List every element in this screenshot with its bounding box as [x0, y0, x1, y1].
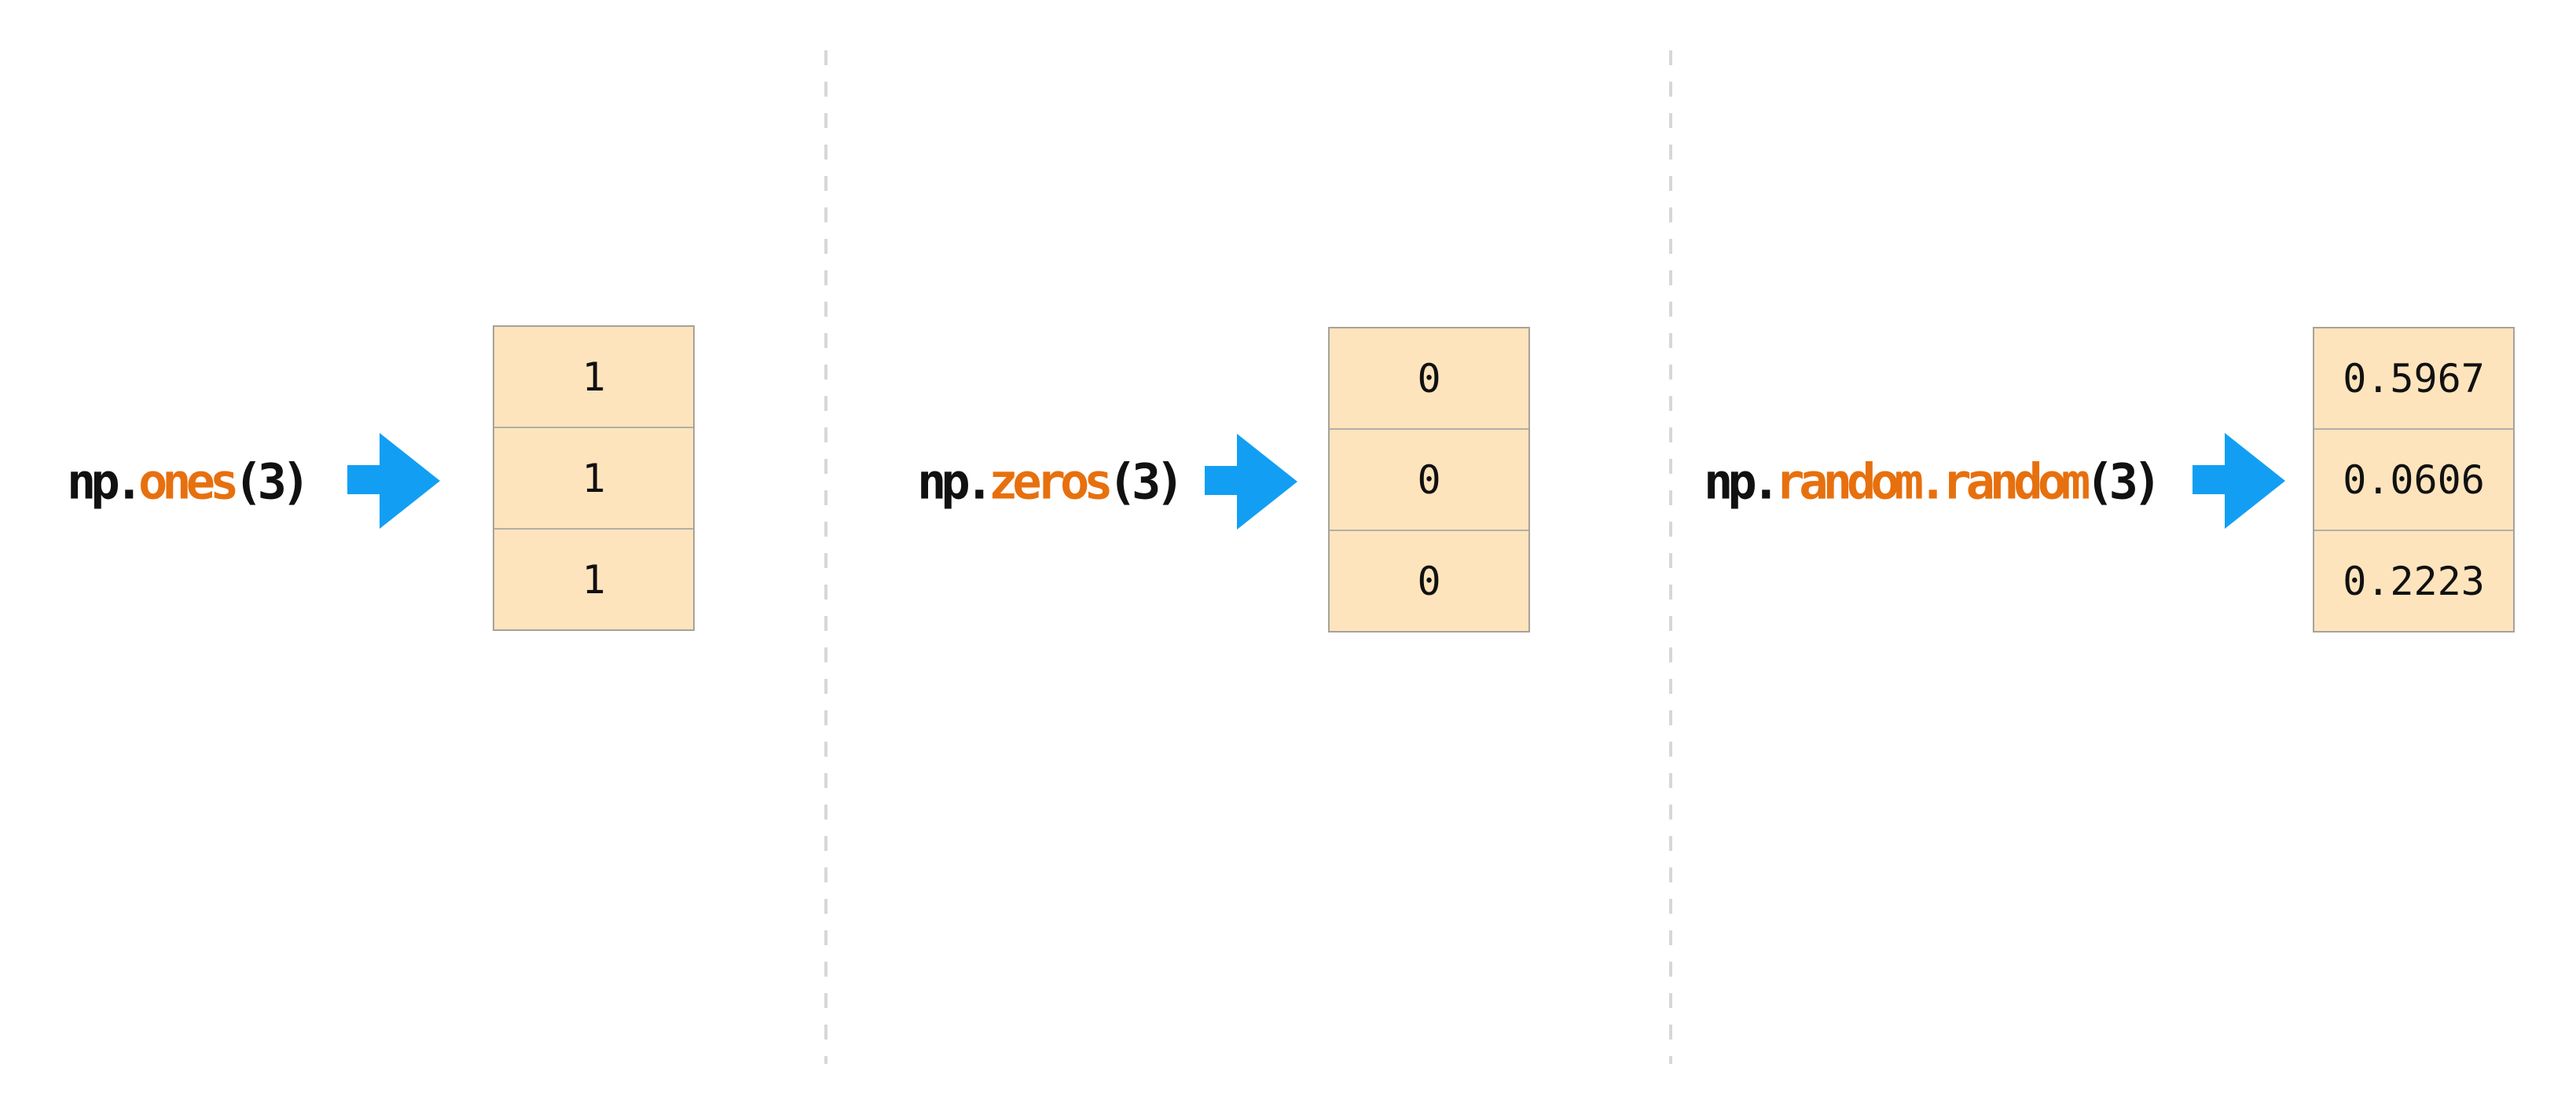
code-args: (3) [2085, 453, 2162, 511]
code-function: random.random [1774, 453, 2090, 511]
arrow-right-icon [2193, 433, 2285, 529]
array-cell: 1 [494, 327, 693, 427]
cell-value: 0 [1417, 456, 1441, 503]
code-function: zeros [988, 453, 1114, 511]
array-column-ones: 1 1 1 [493, 325, 695, 631]
cell-value: 0 [1417, 355, 1441, 402]
panel-divider [1669, 50, 1672, 1064]
code-label-ones: np.ones(3) [67, 453, 310, 511]
code-args: (3) [233, 453, 310, 511]
array-cell: 0.0606 [2314, 428, 2513, 530]
code-label-random: np.random.random(3) [1704, 453, 2162, 511]
arrow-right-icon [347, 433, 440, 529]
code-module: np. [67, 453, 144, 511]
cell-value: 0.0606 [2343, 456, 2485, 503]
code-module: np. [1704, 453, 1781, 511]
panel-divider [824, 50, 827, 1064]
cell-value: 0.5967 [2343, 355, 2485, 402]
array-cell: 0 [1330, 428, 1528, 530]
arrow-right-icon [1205, 434, 1297, 530]
array-cell: 0.2223 [2314, 530, 2513, 631]
array-cell: 1 [494, 427, 693, 528]
array-column-random: 0.5967 0.0606 0.2223 [2313, 327, 2515, 632]
cell-value: 1 [582, 455, 606, 501]
array-cell: 1 [494, 528, 693, 629]
array-column-zeros: 0 0 0 [1328, 327, 1530, 632]
code-function: ones [138, 453, 239, 511]
cell-value: 1 [582, 556, 606, 603]
code-module: np. [917, 453, 994, 511]
array-cell: 0 [1330, 328, 1528, 428]
array-cell: 0 [1330, 530, 1528, 631]
cell-value: 1 [582, 354, 606, 400]
code-args: (3) [1107, 453, 1185, 511]
cell-value: 0.2223 [2343, 558, 2485, 604]
cell-value: 0 [1417, 558, 1441, 604]
code-label-zeros: np.zeros(3) [917, 453, 1185, 511]
array-cell: 0.5967 [2314, 328, 2513, 428]
